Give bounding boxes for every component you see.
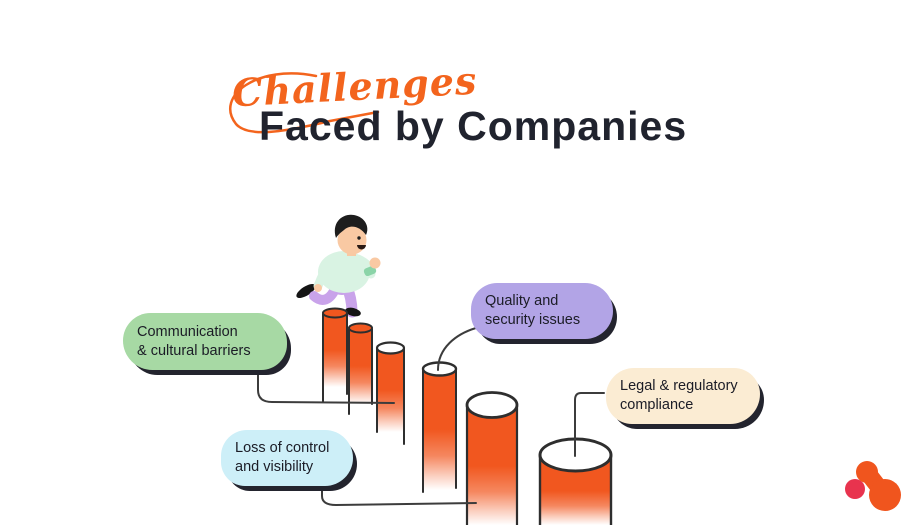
bubble-text-line: and visibility [235, 459, 314, 475]
pillar-1 [322, 307, 348, 403]
fist [369, 257, 381, 269]
bubble-legal-regulatory-compliance: Legal & regulatory compliance [606, 368, 760, 424]
pillar-4 [421, 361, 458, 493]
connector-lines [257, 327, 605, 507]
smiling-mouth [357, 245, 366, 250]
bubble-text-line: Communication [137, 323, 238, 340]
bubble-text-line: Loss of control [235, 440, 330, 456]
far-hand [314, 284, 322, 292]
bubble-text-line: security issues [485, 312, 581, 328]
bubble-quality-security-issues: Quality and security issues [471, 283, 613, 339]
pillar-5 [465, 391, 519, 525]
step-pillars [322, 307, 613, 525]
running-person-illustration [296, 214, 381, 318]
front-shoe [345, 307, 361, 317]
brand-logo [845, 461, 901, 511]
logo-red-dot [845, 479, 865, 499]
title-swash [229, 72, 380, 134]
hair [334, 214, 368, 238]
connector-control [321, 486, 477, 507]
sleeve-cuff [363, 265, 377, 277]
connector-legal [574, 392, 605, 457]
back-shoe [296, 284, 316, 298]
bubble-communication-cultural-barriers: Communication & cultural barriers [123, 313, 287, 370]
logo-blob-large [869, 479, 901, 511]
connector-communication [257, 370, 395, 404]
eye [357, 236, 361, 240]
connector-quality [437, 327, 477, 371]
bubble-text-line: compliance [620, 397, 694, 413]
pillar-3 [375, 341, 406, 445]
bubble-text-line: Quality and [485, 293, 559, 309]
pillar-2 [348, 322, 373, 415]
bubble-text-line: Legal & regulatory [620, 378, 738, 394]
bubble-loss-of-control-visibility: Loss of control and visibility [221, 430, 353, 486]
logo-blob-small [856, 461, 878, 483]
page-title: Faced by Companies [259, 103, 688, 149]
bubble-text-line: & cultural barriers [137, 342, 251, 359]
